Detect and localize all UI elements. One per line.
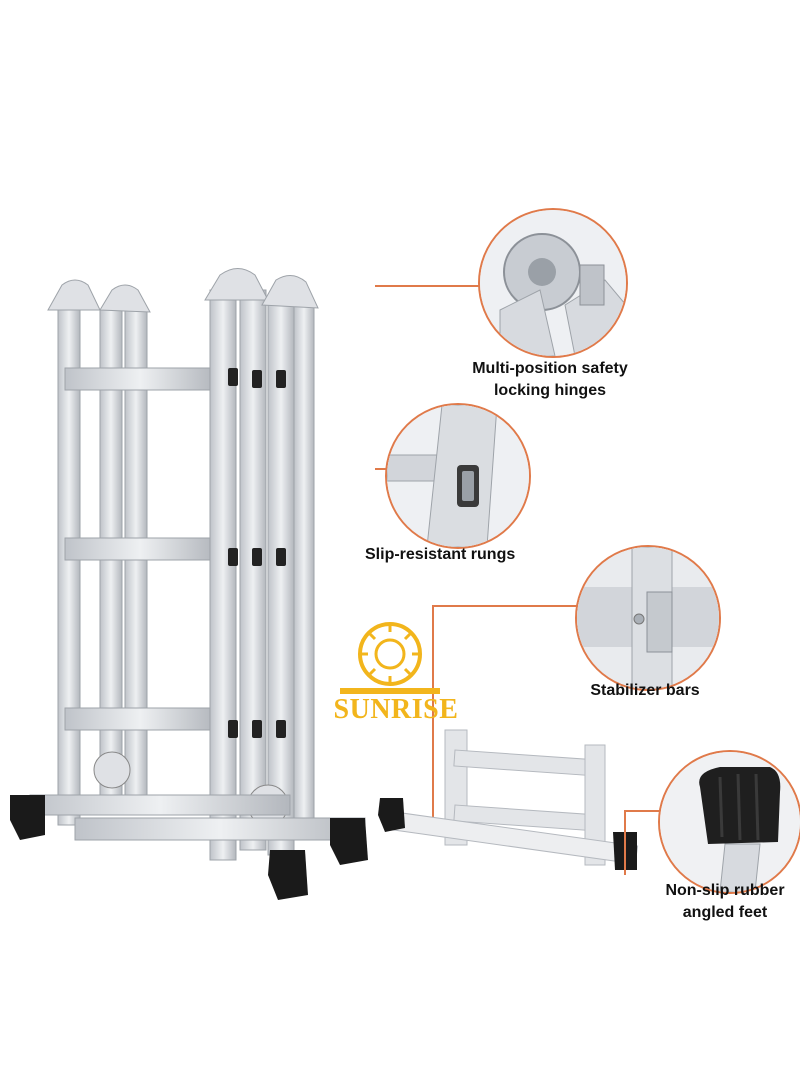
rung-label-line1: Slip-resistant rungs (365, 546, 516, 563)
hinge-closeup-icon (480, 210, 626, 356)
hinge-label-line2: locking hinges (493, 382, 606, 399)
feet-callout-connector (624, 810, 659, 812)
stabilizer-label-line1: Stabilizer bars (590, 682, 700, 699)
hinge-callout-line (375, 285, 480, 287)
feet-callout-line (624, 810, 626, 875)
stabilizer-bar-image (378, 729, 639, 870)
hinge-label-line1: Multi-position safety (472, 360, 628, 377)
hinge-feature-label: Multi-position safety locking hinges (450, 358, 650, 402)
rubber-foot-closeup-icon (660, 752, 800, 892)
rung-closeup-icon (387, 405, 529, 547)
feet-label-line1: Non-slip rubber (665, 882, 785, 899)
feet-feature-label: Non-slip rubber angled feet (650, 880, 800, 924)
stabilizer-callout-vertical (432, 605, 434, 830)
stabilizer-callout-line (432, 605, 577, 607)
sunrise-logo (340, 622, 440, 694)
rung-feature-label: Slip-resistant rungs (365, 544, 545, 566)
feet-label-line2: angled feet (682, 904, 768, 921)
feet-closeup-image (658, 750, 800, 894)
folding-ladder-image (10, 268, 368, 900)
stabilizer-closeup-image (575, 545, 721, 691)
stabilizer-feature-label: Stabilizer bars (560, 680, 730, 702)
hinge-closeup-image (478, 208, 628, 358)
stabilizer-closeup-icon (577, 547, 719, 689)
rung-closeup-image (385, 403, 531, 549)
brand-name: SUNRISE (333, 694, 459, 725)
rung-callout-line (375, 468, 387, 470)
